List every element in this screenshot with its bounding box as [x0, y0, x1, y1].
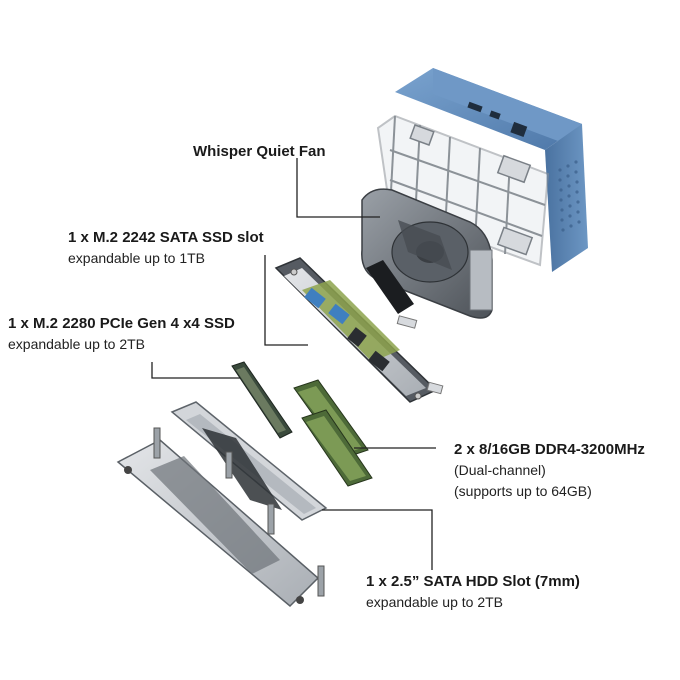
callout-pcie-ssd-title: 1 x M.2 2280 PCIe Gen 4 x4 SSD	[8, 314, 235, 334]
callout-pcie-ssd-sub: expandable up to 2TB	[8, 334, 235, 355]
m2-pcie-ssd	[232, 362, 292, 438]
ram-modules	[294, 380, 372, 486]
callout-ram-sub1: (Dual-channel)	[454, 460, 645, 481]
callout-fan: Whisper Quiet Fan	[193, 142, 326, 162]
callout-ram: 2 x 8/16GB DDR4-3200MHz (Dual-channel) (…	[454, 440, 645, 502]
callout-sata-ssd: 1 x M.2 2242 SATA SSD slot expandable up…	[68, 228, 264, 269]
leader-hdd	[322, 510, 432, 570]
callout-hdd-title: 1 x 2.5” SATA HDD Slot (7mm)	[366, 572, 580, 592]
callout-sata-ssd-title: 1 x M.2 2242 SATA SSD slot	[68, 228, 264, 248]
callout-hdd-sub: expandable up to 2TB	[366, 592, 580, 613]
callout-pcie-ssd: 1 x M.2 2280 PCIe Gen 4 x4 SSD expandabl…	[8, 314, 235, 355]
callout-sata-ssd-sub: expandable up to 1TB	[68, 248, 264, 269]
callout-fan-title: Whisper Quiet Fan	[193, 142, 326, 162]
callout-ram-title: 2 x 8/16GB DDR4-3200MHz	[454, 440, 645, 460]
callout-hdd: 1 x 2.5” SATA HDD Slot (7mm) expandable …	[366, 572, 580, 613]
callout-ram-sub2: (supports up to 64GB)	[454, 481, 645, 502]
leader-pcie-ssd	[152, 362, 240, 378]
